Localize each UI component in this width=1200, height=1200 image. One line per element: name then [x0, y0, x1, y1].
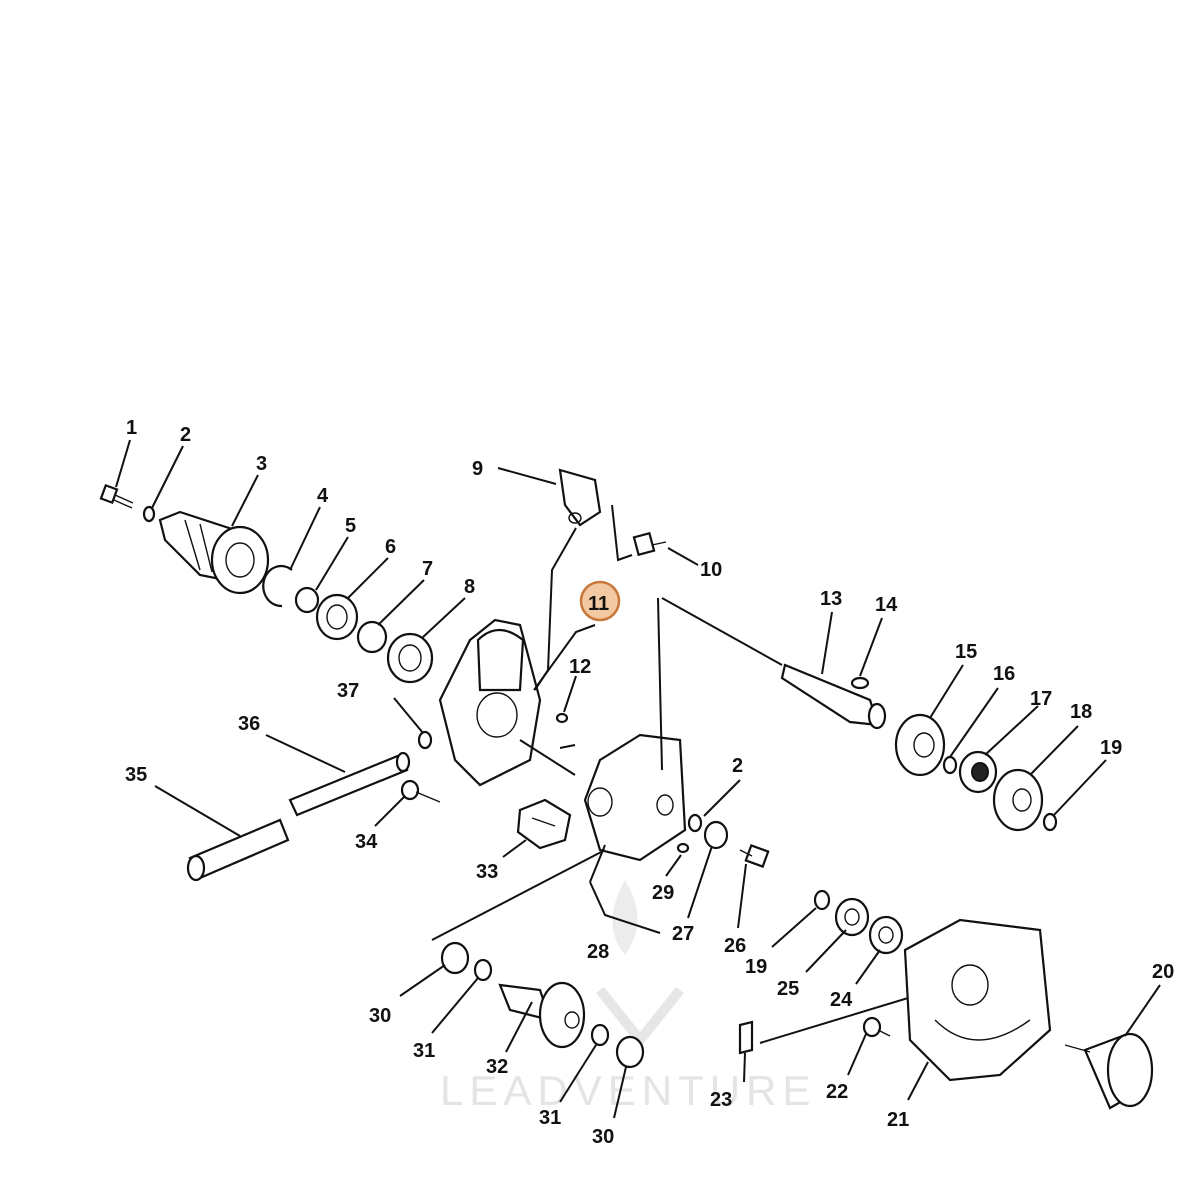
- callout-11[interactable]: 11: [588, 593, 609, 615]
- callout-3[interactable]: 3: [256, 453, 267, 475]
- callout-28[interactable]: 28: [587, 941, 609, 963]
- part-20-drum: [1064, 1032, 1154, 1110]
- part-36-tube: [288, 751, 411, 817]
- assembly-lines: [431, 504, 909, 1044]
- part-24-bearing: [868, 915, 904, 955]
- part-23-plate: [738, 1020, 754, 1055]
- part-3-chuck: [158, 510, 270, 595]
- part-gearbox-housing: [583, 733, 687, 862]
- part-27-bushing: [703, 820, 729, 850]
- callout-16[interactable]: 16: [993, 663, 1015, 685]
- part-29-pin: [676, 842, 690, 854]
- part-18-gear: [992, 768, 1044, 832]
- part-22-screw: [862, 1016, 891, 1038]
- callout-36[interactable]: 36: [238, 713, 260, 735]
- callout-30a[interactable]: 30: [369, 1005, 391, 1027]
- part-19-ring-a: [1042, 812, 1058, 832]
- callout-13[interactable]: 13: [820, 588, 842, 610]
- part-34-screw: [400, 779, 441, 803]
- part-17-clutch: [958, 750, 998, 794]
- part-2-washer: [142, 505, 156, 523]
- part-4-circlip: [262, 564, 293, 608]
- part-10-screw: [632, 531, 667, 557]
- callout-4[interactable]: 4: [317, 485, 329, 507]
- callout-labels: 1 2 3 4 5 6 7 8 9 10 11 12 13 14 15 16 1…: [125, 417, 1174, 1148]
- callout-31b[interactable]: 31: [539, 1107, 561, 1129]
- part-32-gear: [498, 981, 586, 1049]
- callout-18[interactable]: 18: [1070, 701, 1092, 723]
- callout-leaders: [115, 439, 1161, 1119]
- part-21-housing: [903, 918, 1052, 1082]
- callout-29[interactable]: 29: [652, 882, 674, 904]
- callout-19b[interactable]: 19: [745, 956, 767, 978]
- part-31-ring-a: [473, 958, 493, 982]
- callout-19a[interactable]: 19: [1100, 737, 1122, 759]
- part-12-pin: [555, 712, 569, 724]
- part-31-ring-b: [590, 1023, 610, 1047]
- callout-7[interactable]: 7: [422, 558, 433, 580]
- callout-20[interactable]: 20: [1152, 961, 1174, 983]
- callout-12[interactable]: 12: [569, 656, 591, 678]
- watermark-text: LEADVENTURE: [440, 1067, 816, 1114]
- part-5-nut: [294, 586, 320, 614]
- callout-8[interactable]: 8: [464, 576, 475, 598]
- part-14-key: [850, 676, 870, 690]
- part-37-washer: [417, 730, 433, 750]
- part-25-bearing: [834, 897, 870, 937]
- part-35-rod: [186, 818, 290, 882]
- callout-6[interactable]: 6: [385, 536, 396, 558]
- callout-35[interactable]: 35: [125, 764, 147, 786]
- callout-10[interactable]: 10: [700, 559, 722, 581]
- callout-30b[interactable]: 30: [592, 1126, 614, 1148]
- part-9-clamp: [558, 468, 602, 527]
- part-housing-upper: [438, 618, 542, 787]
- callout-24[interactable]: 24: [830, 989, 853, 1011]
- part-1-screw: [99, 483, 134, 509]
- callout-22[interactable]: 22: [826, 1081, 848, 1103]
- part-7-sleeve: [356, 620, 388, 654]
- highlight-circle-11: [579, 580, 621, 622]
- callout-34[interactable]: 34: [355, 831, 378, 853]
- callout-15[interactable]: 15: [955, 641, 977, 663]
- callout-21[interactable]: 21: [887, 1109, 909, 1131]
- callout-1[interactable]: 1: [126, 417, 137, 439]
- callout-9[interactable]: 9: [472, 458, 483, 480]
- part-13-shaft: [780, 663, 887, 730]
- part-2b-washer: [687, 813, 703, 833]
- part-26-screw: [739, 843, 770, 869]
- callout-31a[interactable]: 31: [413, 1040, 435, 1062]
- callout-5[interactable]: 5: [345, 515, 356, 537]
- callout-33[interactable]: 33: [476, 861, 498, 883]
- part-6-bearing: [315, 593, 359, 641]
- callout-25[interactable]: 25: [777, 978, 799, 1000]
- callout-23[interactable]: 23: [710, 1089, 732, 1111]
- part-15-gear: [894, 713, 946, 777]
- part-30-bushing-b: [615, 1035, 645, 1069]
- callout-27[interactable]: 27: [672, 923, 694, 945]
- part-30-bushing-a: [440, 941, 470, 975]
- callout-2[interactable]: 2: [180, 424, 191, 446]
- callout-32[interactable]: 32: [486, 1056, 508, 1078]
- callout-17[interactable]: 17: [1030, 688, 1052, 710]
- part-33-switch: [516, 798, 572, 850]
- callout-14[interactable]: 14: [875, 594, 898, 616]
- callout-37[interactable]: 37: [337, 680, 359, 702]
- callout-26[interactable]: 26: [724, 935, 746, 957]
- part-16-ring: [942, 755, 958, 775]
- part-8-bearing: [386, 632, 434, 684]
- part-19-ring-b: [813, 889, 831, 911]
- watermark: LEADVENTURE: [440, 880, 816, 1114]
- callout-2b[interactable]: 2: [732, 755, 743, 777]
